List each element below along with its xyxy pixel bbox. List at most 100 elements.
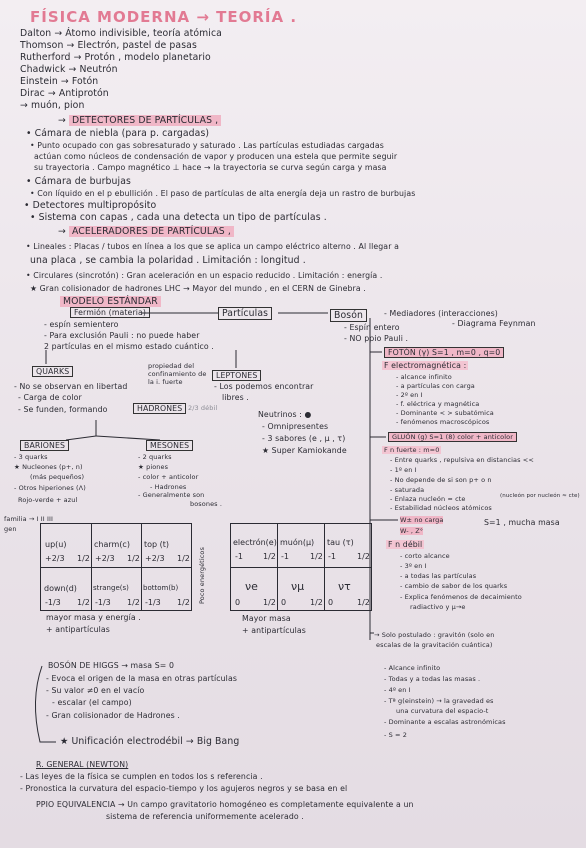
detectores-line: • Con líquido en el p ebullición . El pa… bbox=[30, 189, 416, 198]
neutrinos-line: Neutrinos : ● bbox=[258, 410, 312, 419]
quark-charge: -1/3 bbox=[95, 598, 111, 607]
lepton-spin: 1/2 bbox=[357, 598, 370, 607]
lepton-spin: 1/2 bbox=[263, 598, 276, 607]
unificacion-line: ★ Unificación electrodébil → Big Bang bbox=[60, 736, 240, 747]
detectores-line: su trayectoria . Campo magnético ⊥ hace … bbox=[34, 163, 387, 172]
mesones-box: MESONES bbox=[146, 440, 194, 451]
quark-footer: + antipartículas bbox=[46, 625, 110, 634]
quark-name: charm(c) bbox=[94, 540, 130, 549]
lepton-name: νμ bbox=[291, 580, 305, 593]
lepton-spin: 1/2 bbox=[310, 598, 323, 607]
aceleradores-line: • Circulares (sincrotón) : Gran acelerac… bbox=[26, 271, 383, 280]
fuerte-prop: - No depende de si son p+ o n bbox=[390, 476, 492, 484]
gravedad-prop: una curvatura del espacio-t bbox=[396, 707, 489, 715]
gravedad-prop: - Todas y a todas las masas . bbox=[384, 675, 481, 683]
quark-name: strange(s) bbox=[93, 584, 129, 592]
hadrones-note: 2/3 débil bbox=[188, 404, 218, 412]
history-dirac: Dirac → Antiprotón bbox=[20, 88, 109, 99]
quark-name: bottom(b) bbox=[143, 584, 179, 592]
fermion-prop: - Para exclusión Pauli : no puede haber bbox=[44, 331, 200, 340]
bariones-prop: (más pequeños) bbox=[30, 473, 85, 481]
quark-charge: +2/3 bbox=[95, 554, 115, 563]
gravedad-prop: - S = 2 bbox=[384, 731, 407, 739]
lepton-name: tau (τ) bbox=[327, 538, 354, 547]
quark-name: up(u) bbox=[45, 540, 67, 549]
debil-heading: F n débil bbox=[386, 540, 425, 549]
higgs-prop: - Evoca el origen de la masa en otras pa… bbox=[46, 674, 237, 683]
detectores-line: • Cámara de burbujas bbox=[26, 176, 131, 187]
gravedad-prop: - 4º en I bbox=[384, 686, 411, 694]
detectores-line: • Sistema con capas , cada una detecta u… bbox=[30, 212, 327, 223]
higgs-prop: - Su valor ≠0 en el vacío bbox=[46, 686, 145, 695]
gravedad-head2: escalas de la gravitación cuántica) bbox=[376, 641, 493, 649]
fuerte-prop: - Estabilidad núcleos atómicos bbox=[390, 504, 492, 512]
aceleradores-line: • Lineales : Placas / tubos en línea a l… bbox=[26, 242, 399, 251]
fuerte-prop: - Enlaza nucleón ≈ cte bbox=[390, 495, 466, 503]
em-prop: - fenómenos macroscópicos bbox=[396, 418, 490, 426]
quark-spin: 1/2 bbox=[77, 554, 90, 563]
foton-box: FOTÓN (γ) S=1 , m=0 , q=0 bbox=[384, 347, 505, 358]
gravedad-prop: - Alcance infinito bbox=[384, 664, 441, 672]
bariones-prop: - Otros hiperiones (Λ) bbox=[14, 484, 86, 492]
debil-prop: - Explica fenómenos de decaimiento bbox=[400, 593, 522, 601]
familia-label: familia → I II III bbox=[4, 515, 54, 523]
quark-charge: +2/3 bbox=[45, 554, 65, 563]
lepton-spin: 1/2 bbox=[310, 552, 323, 561]
fuerte-prop: - saturada bbox=[390, 486, 425, 494]
quark-spin: 1/2 bbox=[77, 598, 90, 607]
quark-table: up(u) +2/3 1/2 charm(c) +2/3 1/2 top (t)… bbox=[40, 523, 192, 611]
em-heading: F electromagnética : bbox=[382, 361, 469, 370]
lepton-charge: 0 bbox=[281, 598, 287, 607]
quark-name: top (t) bbox=[144, 540, 170, 549]
boson-desc2: - Diagrama Feynman bbox=[452, 319, 536, 328]
lepton-charge: -1 bbox=[281, 552, 289, 561]
em-prop: - f. eléctrica y magnética bbox=[396, 400, 480, 408]
fermion-prop: - espín semientero bbox=[44, 320, 119, 329]
lepton-name: muón(μ) bbox=[280, 538, 315, 547]
quark-spin: 1/2 bbox=[127, 554, 140, 563]
fuerte-prop: - 1º en I bbox=[390, 466, 417, 474]
history-thomson: Thomson → Electrón, pastel de pasas bbox=[20, 40, 197, 51]
debil-prop: - cambio de sabor de los quarks bbox=[400, 582, 508, 590]
hadrones-box: HADRONES bbox=[133, 403, 187, 414]
lepton-table: electrón(e) -1 1/2 muón(μ) -1 1/2 tau (τ… bbox=[230, 523, 372, 611]
lepton-side-label: Poco energéticos bbox=[198, 547, 206, 604]
debil-prop: radiactivo y μ→e bbox=[410, 603, 466, 611]
mesones-prop: ★ piones bbox=[138, 463, 169, 471]
quark-spin: 1/2 bbox=[177, 598, 190, 607]
lepton-charge: -1 bbox=[328, 552, 336, 561]
mesones-prop: - 2 quarks bbox=[138, 453, 172, 461]
lepton-charge: -1 bbox=[235, 552, 243, 561]
mesones-prop: - Hadrones bbox=[150, 483, 187, 491]
neutrinos-line: - 3 sabores (e , μ , τ) bbox=[262, 434, 346, 443]
history-muon: → muón, pion bbox=[20, 100, 85, 111]
quarks-prop: - Se funden, formando bbox=[18, 405, 108, 414]
lepton-name: νe bbox=[245, 580, 258, 593]
aceleradores-line: una placa , se cambia la polaridad . Lim… bbox=[30, 255, 306, 266]
relatividad-line: sistema de referencia uniformemente acel… bbox=[106, 812, 304, 821]
fuerte-side-note: (nucleón por nucleón ≈ cte) bbox=[500, 493, 580, 499]
quark-name: down(d) bbox=[44, 584, 77, 593]
quark-spin: 1/2 bbox=[177, 554, 190, 563]
detectores-line: • Cámara de niebla (para p. cargadas) bbox=[26, 128, 210, 139]
relatividad-line: PPIO EQUIVALENCIA → Un campo gravitatori… bbox=[36, 800, 414, 809]
lepton-charge: 0 bbox=[235, 598, 241, 607]
em-prop: - 2º en I bbox=[396, 391, 423, 399]
detectores-heading: → DETECTORES DE PARTÍCULAS , bbox=[58, 115, 222, 126]
gravedad-head: → Solo postulado : gravitón (solo en bbox=[374, 631, 495, 639]
bariones-prop: - 3 quarks bbox=[14, 453, 48, 461]
lepton-footer: Mayor masa bbox=[242, 614, 291, 623]
boson-w-label: W± no carga bbox=[400, 516, 444, 524]
gravedad-prop: - Dominante a escalas astronómicas bbox=[384, 718, 506, 726]
boson-z-label: W- , Z° bbox=[400, 527, 424, 535]
higgs-prop: - escalar (el campo) bbox=[52, 698, 132, 707]
modelo-heading: MODELO ESTÁNDAR bbox=[60, 296, 161, 307]
boson-w-spin: S=1 , mucha masa bbox=[484, 518, 560, 527]
quark-charge: +2/3 bbox=[145, 554, 165, 563]
quark-charge: -1/3 bbox=[145, 598, 161, 607]
lepton-spin: 1/2 bbox=[357, 552, 370, 561]
em-prop: - a partículas con carga bbox=[396, 382, 475, 390]
fermion-prop: 2 partículas en el mismo estado cuántico… bbox=[44, 342, 214, 351]
quarks-box: QUARKS bbox=[32, 366, 74, 377]
history-dalton: Dalton → Átomo indivisible, teoría atómi… bbox=[20, 28, 222, 39]
